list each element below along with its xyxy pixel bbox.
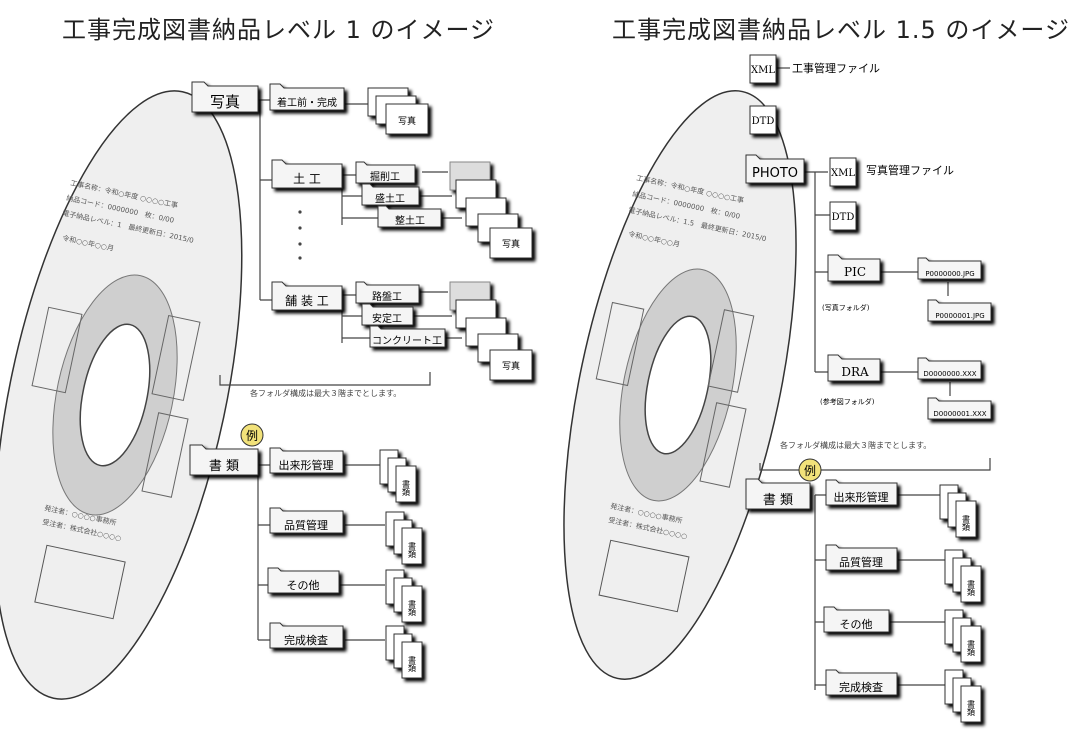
svg-text:その他: その他: [287, 579, 320, 592]
docs-item-1-left: 出来形管理: [269, 447, 344, 474]
svg-text:PHOTO: PHOTO: [752, 166, 798, 181]
svg-text:書類: 書類: [967, 639, 976, 657]
svg-text:P0000001.JPG: P0000001.JPG: [935, 312, 984, 320]
svg-text:D0000000.XXX: D0000000.XXX: [923, 370, 976, 378]
photo-stack-earth: 写真: [449, 161, 533, 259]
svg-text:完成検査: 完成検査: [284, 633, 328, 647]
docs-item-3-right: その他: [823, 606, 890, 633]
svg-text:書 類: 書 類: [763, 493, 793, 508]
svg-text:DTD: DTD: [832, 212, 855, 223]
doc-stack-4-left: 書類: [385, 625, 423, 679]
svg-text:写真: 写真: [398, 115, 416, 127]
title-level15: 工事完成図書納品レベル 1.5 のイメージ: [612, 16, 1070, 44]
svg-text:書類: 書類: [967, 699, 976, 717]
photo-stack-pave: 写真: [449, 281, 533, 381]
docs-item-2-left: 品質管理: [269, 507, 344, 534]
note-left: 各フォルダ構成は最大３階までとします。: [250, 388, 401, 398]
earth-item-1: 掘削工: [355, 161, 416, 184]
doc-stack-4-right: 書類: [944, 669, 982, 723]
docs-item-1-right: 出来形管理: [825, 479, 898, 506]
svg-text:XML: XML: [751, 65, 775, 76]
xml-file-top: XML: [749, 54, 777, 84]
subfolder-3-label: 舗 装 工: [285, 294, 329, 308]
doc-stack-1-right: 書類: [939, 484, 977, 538]
note-right: 各フォルダ構成は最大３階までとします。: [780, 440, 931, 450]
dra-caption: (参考図フォルダ): [820, 397, 875, 406]
docs-item-4-left: 完成検査: [269, 622, 344, 649]
svg-text:品質管理: 品質管理: [284, 518, 328, 532]
photo-file-label: 写真管理ファイル: [866, 163, 954, 177]
project-file-label: 工事管理ファイル: [792, 61, 880, 75]
svg-text:路盤工: 路盤工: [372, 290, 402, 303]
doc-stack-2-right: 書類: [944, 549, 982, 603]
svg-text:書類: 書類: [408, 655, 417, 673]
svg-text:完成検査: 完成検査: [839, 680, 883, 694]
doc-stack-2-left: 書類: [385, 511, 423, 565]
earth-item-3: 整土工: [377, 205, 442, 228]
svg-text:出来形管理: 出来形管理: [279, 458, 334, 472]
folder-docs-right: 書 類: [745, 478, 811, 510]
svg-text:書類: 書類: [967, 579, 976, 597]
svg-text:整土工: 整土工: [395, 214, 425, 227]
docs-item-3-left: その他: [267, 567, 340, 594]
dtd-file-photo: DTD: [829, 201, 857, 231]
dtd-file-top: DTD: [749, 105, 777, 135]
svg-text:例: 例: [246, 429, 258, 443]
doc-stack-3-right: 書類: [944, 609, 982, 663]
svg-text:PIC: PIC: [844, 265, 866, 279]
svg-text:盛土工: 盛土工: [375, 192, 405, 205]
folder-earth-left: 土 工: [271, 159, 343, 189]
photo-stack-top: 写真: [367, 87, 429, 135]
svg-text:DTD: DTD: [752, 116, 775, 127]
svg-text:品質管理: 品質管理: [839, 555, 883, 569]
svg-text:コンクリート工: コンクリート工: [372, 335, 442, 347]
cd-disc-right: 工事名称：令和○年度 ○○○○工事 納品コード：0000000 枚：0/00 電…: [563, 90, 797, 680]
folder-photo-right: PHOTO: [745, 154, 805, 184]
folder-docs-left: 書 類: [189, 444, 259, 476]
svg-text:書類: 書類: [962, 514, 971, 532]
title-level1: 工事完成図書納品レベル 1 のイメージ: [62, 16, 496, 44]
svg-text:XML: XML: [831, 168, 855, 179]
folder-pic: PIC: [827, 254, 881, 282]
svg-text:D0000001.XXX: D0000001.XXX: [933, 410, 986, 418]
pave-item-3: コンクリート工: [369, 325, 446, 348]
svg-text:書類: 書類: [408, 541, 417, 559]
pic-file-1: P0000000.JPG: [917, 257, 982, 280]
svg-text:写真: 写真: [502, 360, 520, 372]
pave-item-2: 安定工: [361, 303, 414, 326]
svg-text:書類: 書類: [402, 479, 411, 497]
docs-item-2-right: 品質管理: [825, 544, 898, 571]
svg-text:書類: 書類: [408, 599, 417, 617]
folder-photo-left: 写真: [191, 81, 259, 113]
svg-text:P0000000.JPG: P0000000.JPG: [925, 270, 974, 278]
pave-item-1: 路盤工: [355, 281, 420, 304]
svg-text:安定工: 安定工: [372, 312, 402, 325]
svg-text:出来形管理: 出来形管理: [834, 490, 889, 504]
svg-text:掘削工: 掘削工: [370, 170, 400, 183]
subfolder-2-label: 土 工: [293, 172, 321, 186]
svg-text:例: 例: [804, 464, 816, 478]
pic-caption: (写真フォルダ): [822, 303, 870, 312]
pic-file-2: P0000001.JPG: [927, 299, 992, 322]
example-badge-left: 例: [240, 423, 264, 447]
xml-file-photo: XML: [829, 157, 857, 187]
folder-dra: DRA: [827, 354, 881, 382]
subfolder-1-label: 着工前・完成: [277, 96, 337, 109]
svg-text:その他: その他: [840, 618, 873, 631]
earth-item-2: 盛土工: [361, 183, 420, 206]
svg-text:書 類: 書 類: [209, 459, 239, 474]
svg-text:写真: 写真: [502, 238, 520, 250]
dra-file-1: D0000000.XXX: [917, 357, 982, 380]
photo-folder-label: 写真: [210, 93, 240, 111]
svg-text:DRA: DRA: [841, 365, 869, 379]
cd-disc-left: 工事名称：令和○年度 ○○○○工事 納品コード：0000000 枚：0/00 電…: [0, 90, 243, 700]
doc-stack-1-left: 書類: [379, 449, 417, 503]
example-badge-right: 例: [798, 458, 822, 482]
docs-item-4-right: 完成検査: [825, 669, 898, 696]
dra-file-2: D0000001.XXX: [927, 397, 992, 420]
folder-complete-left: 着工前・完成: [269, 83, 345, 111]
folder-pave-left: 舗 装 工: [271, 281, 343, 311]
doc-stack-3-left: 書類: [385, 569, 423, 623]
